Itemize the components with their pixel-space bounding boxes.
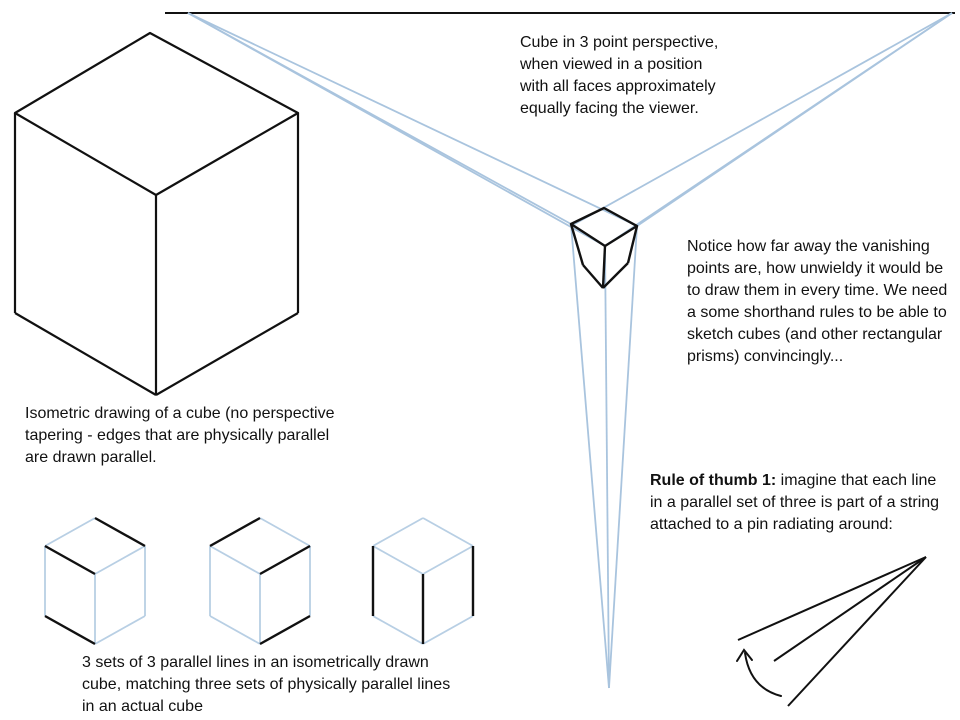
vanishing-points-note: Notice how far away the vanishing points… — [687, 238, 948, 365]
rule-of-thumb-text: Rule of thumb 1: imagine that each line … — [650, 470, 942, 536]
isometric-cube — [13, 31, 300, 396]
rotation-arrow-icon — [736, 648, 782, 697]
bottom-vanishing-lines — [570, 223, 638, 689]
perspective-cube — [569, 206, 639, 289]
parallel-set-cube-1 — [44, 516, 146, 646]
pin-radiating-strings — [737, 556, 927, 707]
three-point-caption: Cube in 3 point perspective, when viewed… — [520, 34, 719, 117]
left-vanishing-lines — [187, 12, 638, 247]
parallel-set-cube-2 — [209, 516, 311, 646]
isometric-caption: Isometric drawing of a cube (no perspect… — [25, 405, 335, 466]
parallel-set-cube-3 — [371, 517, 475, 645]
parallel-sets-caption: 3 sets of 3 parallel lines in an isometr… — [82, 654, 451, 715]
right-vanishing-lines — [570, 12, 953, 247]
rule-of-thumb-body: imagine that each line in a parallel set… — [650, 472, 940, 533]
rule-of-thumb-title: Rule of thumb 1: — [650, 472, 777, 489]
